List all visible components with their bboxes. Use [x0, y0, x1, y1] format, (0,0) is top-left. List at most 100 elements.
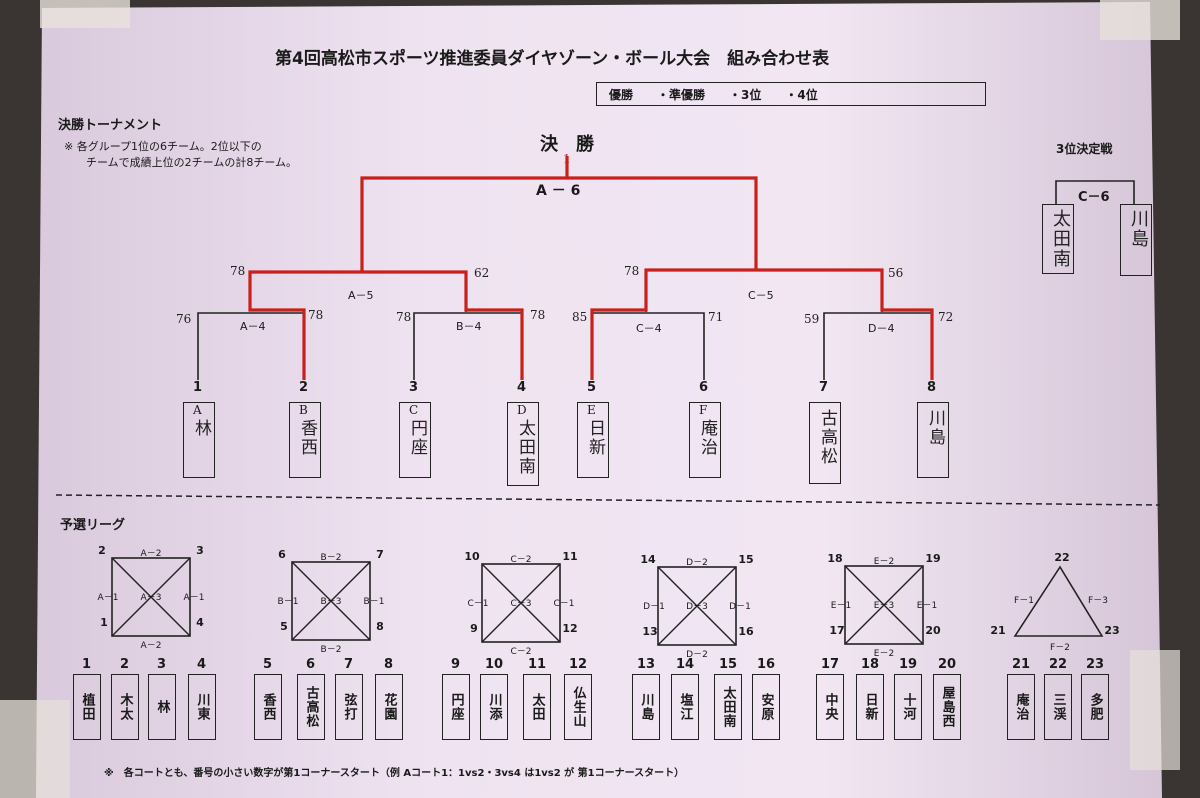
- league-team-box: 川添: [480, 674, 508, 740]
- league-team-box: 多肥: [1081, 674, 1109, 740]
- third-place-team-box: 川島: [1120, 204, 1152, 276]
- league-team-number: 5: [263, 657, 273, 672]
- court-match-label: D－2: [686, 650, 708, 660]
- court-corner-number: 6: [278, 548, 286, 561]
- seed-group: B: [299, 403, 308, 417]
- league-team-name: 多肥: [1087, 693, 1103, 721]
- league-team-number: 23: [1086, 657, 1105, 672]
- league-team-name: 庵治: [1013, 693, 1029, 721]
- court-corner-number: 15: [738, 553, 753, 566]
- court-match-label: C－1: [467, 599, 488, 609]
- seed-team: 円座: [407, 419, 427, 457]
- seed-team: 庵治: [697, 419, 717, 457]
- court-corner-number: 20: [925, 624, 941, 637]
- league-team-number: 22: [1049, 657, 1068, 672]
- seed-team-box: B 香西: [289, 402, 321, 478]
- league-team-number: 14: [676, 657, 695, 672]
- court-match-label: C－2: [510, 647, 531, 657]
- seed-number: 1: [193, 380, 203, 395]
- court-corner-number: 11: [562, 550, 577, 563]
- seed-number: 4: [517, 380, 527, 395]
- league-team-name: 古高松: [303, 686, 319, 728]
- court-match-label: E－3: [874, 601, 894, 611]
- court-match-label: E－2: [874, 649, 894, 659]
- court-match-label: A－2: [141, 641, 162, 651]
- court-corner-number: 23: [1104, 624, 1119, 637]
- league-team-name: 三渓: [1050, 693, 1066, 721]
- league-team-name: 日新: [862, 693, 878, 721]
- league-team-name: 仏生山: [570, 686, 586, 728]
- court-corner-number: 10: [464, 550, 480, 563]
- league-team-box: 庵治: [1007, 674, 1035, 740]
- league-court-line: [481, 563, 561, 643]
- seed-group: E: [587, 403, 596, 417]
- league-team-number: 3: [157, 657, 167, 672]
- league-team-box: 木太: [111, 674, 139, 740]
- court-match-label: E－2: [874, 557, 894, 567]
- seed-number: 8: [927, 380, 937, 395]
- league-team-name: 林: [154, 700, 170, 714]
- seed-team: 太田南: [515, 419, 535, 476]
- match-label: B－4: [456, 320, 482, 333]
- league-team-number: 1: [82, 657, 92, 672]
- court-corner-number: 9: [470, 622, 478, 635]
- seed-group: C: [409, 403, 419, 417]
- league-team-box: 十河: [894, 674, 922, 740]
- seed-number: 3: [409, 380, 419, 395]
- league-team-box: 植田: [73, 674, 101, 740]
- league-team-name: 太田: [529, 693, 545, 721]
- court-corner-number: 19: [925, 552, 940, 565]
- court-match-label: D－1: [643, 602, 665, 612]
- court-corner-number: 22: [1054, 551, 1069, 564]
- league-team-box: 古高松: [297, 674, 325, 740]
- league-team-box: 太田: [523, 674, 551, 740]
- score: 78: [308, 308, 324, 322]
- league-team-name: 香西: [260, 693, 276, 721]
- match-label: D－4: [868, 322, 895, 335]
- court-match-label: D－1: [729, 602, 751, 612]
- third-place-match: C－6: [1078, 190, 1110, 205]
- league-team-number: 15: [719, 657, 738, 672]
- court-match-label: F－1: [1014, 596, 1034, 606]
- league-team-box: 川東: [188, 674, 216, 740]
- league-team-number: 13: [637, 657, 656, 672]
- seed-group: A: [193, 403, 202, 417]
- court-match-label: C－2: [510, 555, 531, 565]
- league-team-box: 日新: [856, 674, 884, 740]
- paper-sheet: [36, 2, 1162, 798]
- league-court-line: [844, 565, 924, 645]
- league-team-number: 18: [861, 657, 880, 672]
- league-team-name: 川添: [486, 693, 502, 721]
- final-match: A － 6: [536, 183, 581, 199]
- court-corner-number: 1: [100, 616, 108, 629]
- league-team-name: 弦打: [341, 693, 357, 721]
- league-team-name: 植田: [79, 693, 95, 721]
- court-match-label: A－2: [141, 549, 162, 559]
- league-team-box: 香西: [254, 674, 282, 740]
- league-team-box: 円座: [442, 674, 470, 740]
- league-court: [291, 561, 371, 641]
- court-match-label: F－3: [1088, 596, 1108, 606]
- league-team-box: 仏生山: [564, 674, 592, 740]
- tape: [0, 700, 70, 798]
- league-court: [111, 557, 191, 637]
- seed-number: 5: [587, 380, 597, 395]
- score: 56: [888, 266, 904, 280]
- league-team-box: 川島: [632, 674, 660, 740]
- court-match-label: A－1: [184, 593, 205, 603]
- seed-team-box: C 円座: [399, 402, 431, 478]
- league-court-line: [111, 557, 191, 637]
- court-corner-number: 13: [642, 625, 657, 638]
- court-match-label: E－1: [917, 601, 937, 611]
- score: 71: [708, 310, 724, 324]
- seed-team: 古高松: [817, 409, 837, 466]
- seed-team: 林: [191, 419, 211, 438]
- final-label: 決 勝: [540, 134, 594, 155]
- court-corner-number: 17: [829, 624, 844, 637]
- seed-team: 香西: [297, 419, 317, 457]
- court-corner-number: 8: [376, 620, 384, 633]
